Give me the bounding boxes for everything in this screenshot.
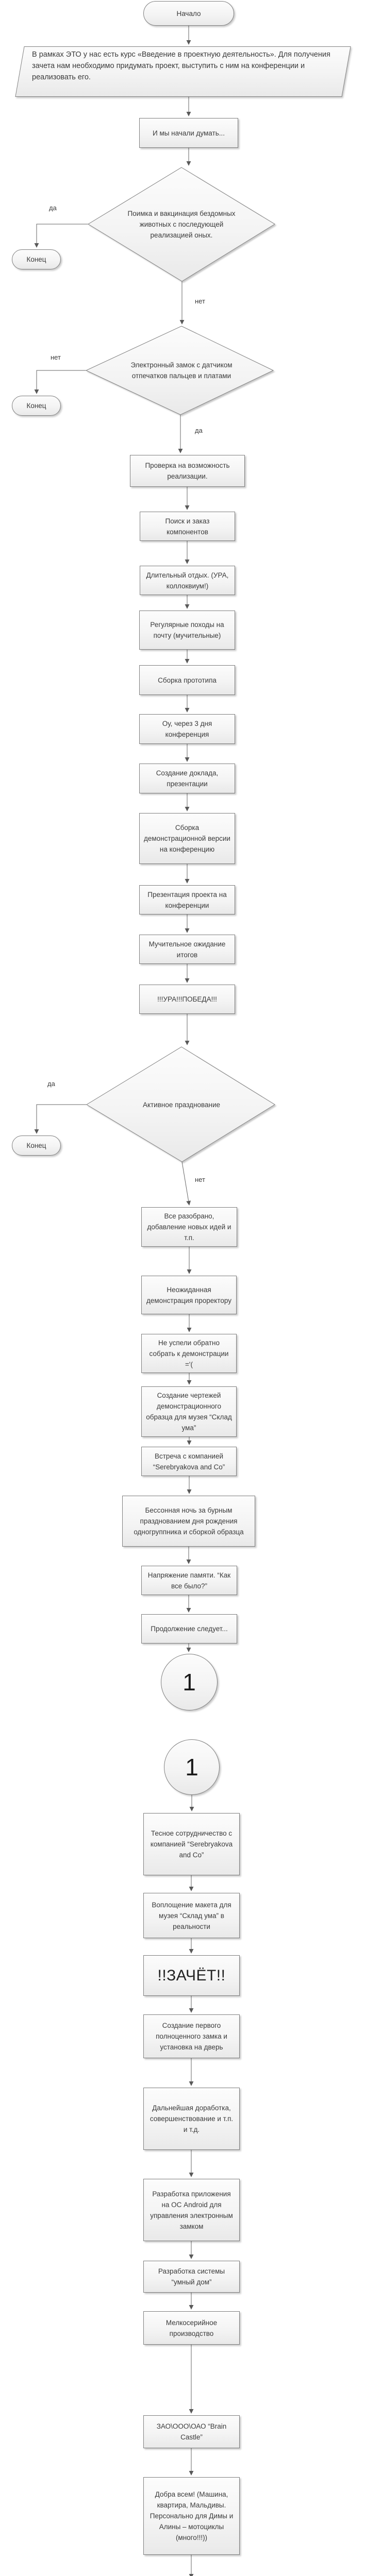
node-refinement-label: Дальнейшая доработка, совершенствование … — [150, 2104, 234, 2133]
node-production-label: Мелкосерийное производство — [165, 2318, 218, 2337]
page-connector-out-label: 1 — [182, 1668, 196, 1696]
node-demo-version: Сборка демонстрационной версии на конфер… — [139, 813, 235, 864]
flow-arrow-no3 — [181, 1161, 191, 1206]
flow-arrow-yes1 — [34, 224, 88, 248]
node-conference-soon: Оу, через 3 дня конференция — [139, 714, 235, 744]
node-museum-layout-label: Воплощение макета для музея “Склад ума” … — [152, 1901, 231, 1930]
node-victory-label: !!!УРА!!!ПОБЕДА!!! — [157, 995, 217, 1003]
node-cooperation: Тесное сотрудничество с компанией “Sereb… — [143, 1813, 240, 1875]
branch-label-yes-1: да — [49, 204, 57, 212]
node-presentation-label: Презентация проекта на конференции — [147, 890, 227, 909]
node-sleepless-night-label: Бессонная ночь за бурным празднованием д… — [134, 1506, 244, 1536]
node-production: Мелкосерийное производство — [143, 2311, 240, 2345]
branch-label-yes-2: да — [195, 427, 203, 434]
branch-label-no-2: нет — [51, 353, 61, 361]
node-think: И мы начали думать... — [139, 118, 238, 148]
decision-celebration-label: Активное празднование — [142, 1100, 221, 1109]
node-prototype-label: Сборка прототипа — [158, 676, 217, 684]
node-profit: Добра всем! (Машина, квартира, Мальдивы.… — [143, 2477, 240, 2555]
node-disassembled-label: Все разобрано, добавление новых идей и т… — [147, 1212, 231, 1242]
node-report: Создание доклада, презентации — [139, 764, 235, 793]
node-end-1: Конец — [12, 249, 61, 269]
node-android-app-label: Разработка приложения на ОС Android для … — [150, 2190, 233, 2230]
node-think-label: И мы начали думать... — [152, 129, 225, 137]
node-blueprints-label: Создание чертежей демонстрационного обра… — [146, 1392, 232, 1432]
node-company: ЗАО\ООО\ОАО “Brain Castle” — [143, 2415, 240, 2448]
node-meeting-label: Встреча с компанией “Serebryakova and Co… — [153, 1452, 225, 1471]
node-rest-label: Длительный отдых. (УРА, коллоквиум!) — [146, 571, 229, 590]
node-first-lock: Создание первого полноценного замка и ус… — [143, 2014, 240, 2058]
node-not-in-time: Не успели обратно собрать к демонстрации… — [141, 1334, 237, 1373]
node-company-label: ЗАО\ООО\ОАО “Brain Castle” — [156, 2422, 227, 2441]
node-smart-home: Разработка системы “умный дом” — [143, 2261, 240, 2293]
node-sleepless-night: Бессонная ночь за бурным празднованием д… — [122, 1496, 255, 1547]
node-feasibility-label: Проверка на возможность реализации. — [145, 462, 230, 480]
node-prorector-demo-label: Неожиданная демонстрация проректору — [146, 1285, 231, 1304]
branch-label-no-1: нет — [195, 297, 205, 305]
node-components-label: Поиск и заказ компонентов — [165, 517, 210, 536]
branch-label-no-3: нет — [195, 1176, 205, 1183]
node-end-3: Конец — [12, 1136, 61, 1156]
page-connector-out: 1 — [161, 1654, 218, 1710]
page-connector-in-label: 1 — [185, 1753, 198, 1781]
node-to-be-continued-1-label: Продолжение следует... — [151, 1625, 228, 1633]
node-rest: Длительный отдых. (УРА, коллоквиум!) — [140, 566, 235, 595]
flow-arrow-no2 — [34, 370, 86, 394]
node-feasibility: Проверка на возможность реализации. — [130, 455, 245, 487]
node-report-label: Создание доклада, презентации — [156, 769, 219, 788]
node-end-2-label: Конец — [26, 402, 46, 410]
flow-arrow-yes3 — [34, 1104, 87, 1134]
node-blueprints: Создание чертежей демонстрационного обра… — [141, 1386, 237, 1437]
decision-elock-label: Электронный замок с датчиком отпечатков … — [130, 361, 233, 380]
node-memory-strain: Напряжение памяти. “Как все было?” — [141, 1566, 237, 1595]
node-prototype: Сборка прототипа — [139, 665, 235, 695]
node-end-2: Конец — [12, 396, 61, 416]
branch-label-yes-3: да — [47, 1080, 55, 1088]
node-profit-label: Добра всем! (Машина, квартира, Мальдивы.… — [150, 2490, 234, 2541]
node-start-label: Начало — [176, 9, 201, 18]
node-first-lock-label: Создание первого полноценного замка и ус… — [156, 2022, 227, 2051]
node-cooperation-label: Тесное сотрудничество с компанией “Sereb… — [150, 1829, 233, 1859]
node-presentation: Презентация проекта на конференции — [139, 885, 235, 914]
decision-catch-animals-label: Поимка и вакцинация бездомных животных с… — [127, 209, 236, 239]
node-start: Начало — [143, 1, 234, 26]
node-refinement: Дальнейшая доработка, совершенствование … — [143, 2088, 240, 2150]
node-disassembled: Все разобрано, добавление новых идей и т… — [141, 1207, 237, 1247]
node-conference-soon-label: Оу, через 3 дня конференция — [162, 720, 212, 738]
node-demo-version-label: Сборка демонстрационной версии на конфер… — [144, 824, 230, 853]
node-prorector-demo: Неожиданная демонстрация проректору — [141, 1276, 237, 1314]
node-end-1-label: Конец — [26, 256, 46, 263]
page-connector-in: 1 — [164, 1739, 220, 1795]
node-memory-strain-label: Напряжение памяти. “Как все было?” — [147, 1571, 231, 1590]
node-meeting: Встреча с компанией “Serebryakova and Co… — [141, 1447, 237, 1476]
node-post-office-label: Регулярные походы на почту (мучительные) — [150, 621, 224, 639]
node-zachet-label: !!ЗАЧЁТ!! — [157, 1967, 226, 1984]
node-victory: !!!УРА!!!ПОБЕДА!!! — [139, 985, 235, 1014]
node-zachet: !!ЗАЧЁТ!! — [143, 1955, 240, 1996]
node-android-app: Разработка приложения на ОС Android для … — [143, 2179, 240, 2241]
node-not-in-time-label: Не успели обратно собрать к демонстрации… — [149, 1338, 229, 1368]
node-museum-layout: Воплощение макета для музея “Склад ума” … — [143, 1893, 240, 1938]
node-smart-home-label: Разработка системы “умный дом” — [158, 2267, 225, 2286]
node-waiting: Мучительное ожидание итогов — [139, 935, 235, 964]
node-to-be-continued-1: Продолжение следует... — [141, 1614, 237, 1643]
node-post-office: Регулярные походы на почту (мучительные) — [139, 611, 235, 650]
node-components: Поиск и заказ компонентов — [140, 512, 235, 541]
node-intro: В рамках ЭТО у нас есть курс «Введение в… — [15, 46, 351, 97]
node-intro-label: В рамках ЭТО у нас есть курс «Введение в… — [32, 50, 330, 81]
node-end-3-label: Конец — [26, 1142, 46, 1149]
node-waiting-label: Мучительное ожидание итогов — [148, 940, 226, 959]
